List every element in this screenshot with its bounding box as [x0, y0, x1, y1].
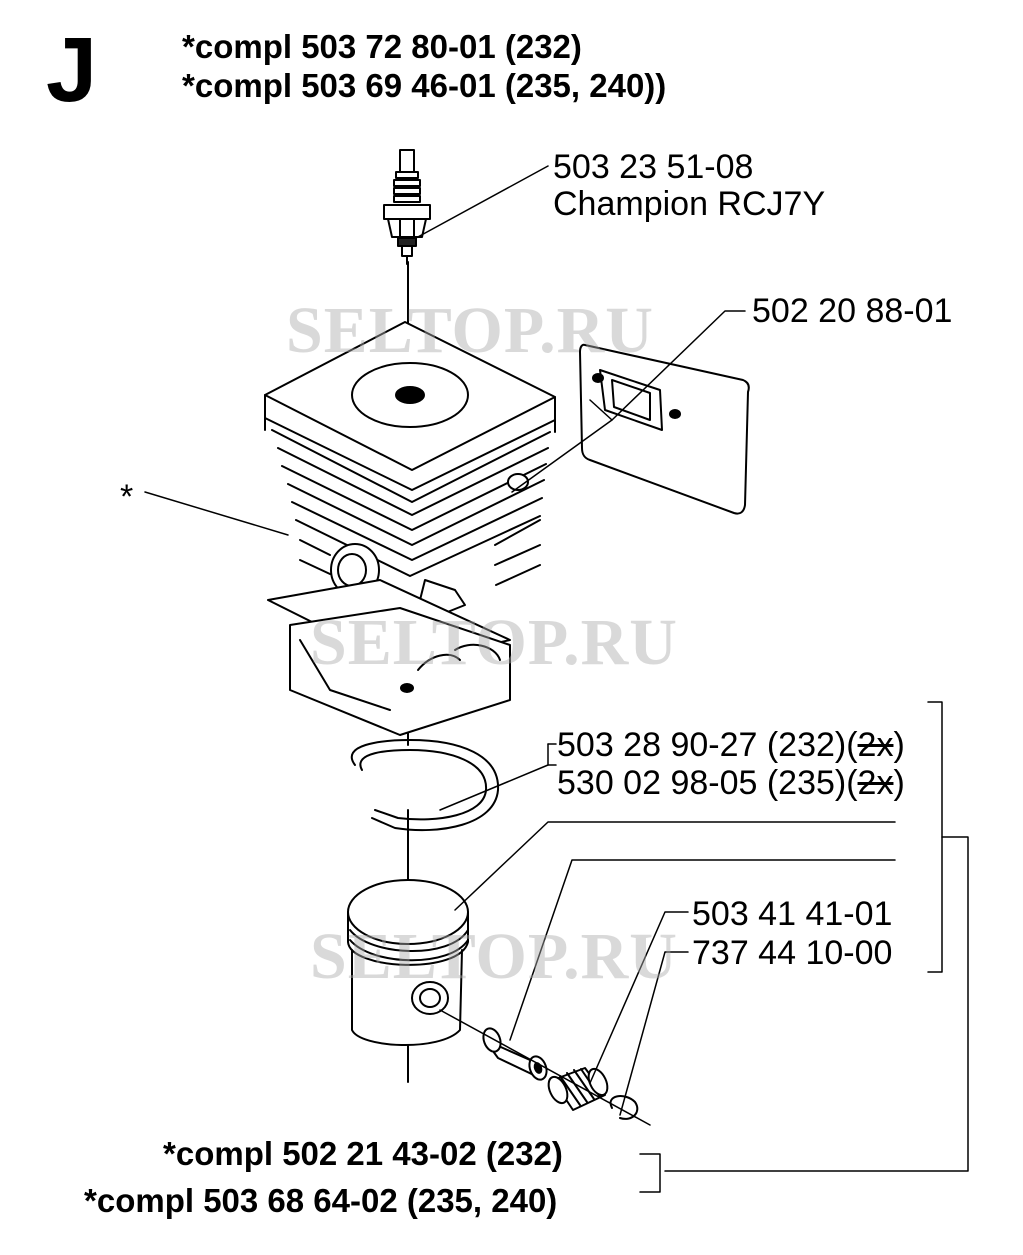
label-spark-plug-number: 503 23 51-08 [553, 148, 754, 186]
header-kit-232: *compl 503 72 80-01 (232) [182, 28, 582, 65]
piston-ring-232-number: 503 28 90-27 (232)( [557, 726, 858, 764]
bracket-right [927, 701, 943, 973]
watermark-top: SELTOP.RU [286, 294, 654, 367]
leader-piston-ring [439, 743, 549, 811]
piston-ring-icon [351, 739, 500, 832]
piston-pin-icon [482, 1027, 548, 1081]
piston-ring-232-close: ) [893, 726, 905, 764]
leader-gasket [589, 310, 746, 421]
piston-ring-232-qty: 2x [857, 726, 894, 764]
label-piston-ring-235: 530 02 98-05 (235)(2x) [557, 766, 905, 800]
header-kit-235-240: *compl 503 69 46-01 (235, 240)) [182, 67, 667, 104]
label-gasket-number: 502 20 88-01 [752, 292, 953, 330]
label-cylinder-mark: * [120, 478, 134, 516]
spark-plug-icon [383, 149, 431, 265]
watermark-bottom: SELTOP.RU [310, 920, 678, 993]
leader-piston-pin [509, 859, 896, 1041]
piston-icon [347, 879, 469, 1046]
watermark-middle: SELTOP.RU [310, 606, 678, 679]
leader-cylinder-star [144, 491, 289, 536]
label-piston-ring-232: 503 28 90-27 (232)(2x) [557, 728, 905, 762]
bracket-connector [664, 836, 969, 1172]
section-letter: J [46, 19, 98, 121]
leader-piston [454, 821, 896, 911]
footer-kit-232: *compl 502 21 43-02 (232) [163, 1135, 563, 1172]
piston-ring-235-close: ) [893, 764, 905, 802]
cylinder-icon [264, 321, 556, 736]
leader-spark-plug [415, 165, 549, 239]
footer-kit-235-240: *compl 503 68 64-02 (235, 240) [84, 1182, 558, 1219]
label-circlip: 737 44 10-00 [692, 934, 893, 972]
bracket-footer [639, 1153, 661, 1193]
leader-gasket-cylinder [511, 419, 613, 493]
leader-circlip [619, 951, 689, 1116]
pin-axis-line [439, 1009, 651, 1126]
piston-ring-235-qty: 2x [857, 764, 894, 802]
label-needle-bearing: 503 41 41-01 [692, 895, 893, 933]
label-spark-plug-desc: Champion RCJ7Y [553, 185, 826, 223]
circlip-icon [609, 1095, 639, 1120]
gasket-icon [579, 343, 750, 515]
piston-ring-235-number: 530 02 98-05 (235)( [557, 764, 858, 802]
leader-needle-bearing [589, 911, 689, 1084]
